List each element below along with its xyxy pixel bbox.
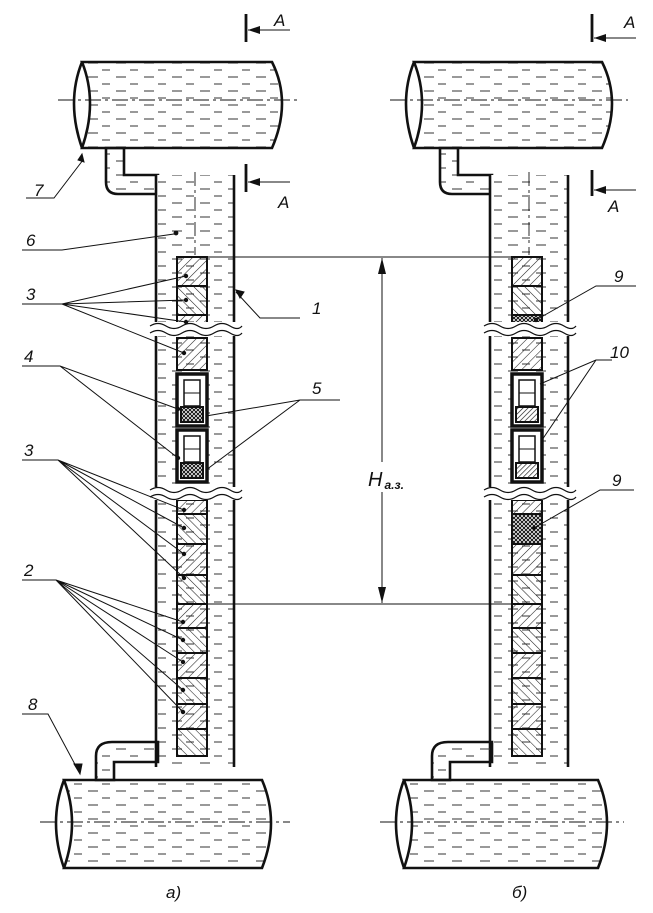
callout-7: 7	[34, 181, 44, 200]
panel-b	[380, 14, 636, 868]
top-header-pipe-a	[58, 62, 298, 148]
callout-2: 2	[23, 561, 34, 580]
callout-6: 6	[26, 231, 36, 250]
section-label-a-top: А	[273, 11, 285, 30]
section-label-b-top: А	[623, 13, 635, 32]
height-label-sub: а.з.	[384, 478, 403, 492]
callout-3-upper: 3	[26, 285, 36, 304]
bottom-header-pipe-b	[380, 780, 624, 868]
absorber-element-a2	[177, 430, 207, 482]
callout-10: 10	[610, 343, 629, 362]
top-header-pipe-b	[390, 62, 628, 148]
callout-5: 5	[312, 379, 322, 398]
control-element-b1	[512, 374, 542, 426]
callout-3-lower: 3	[24, 441, 34, 460]
callout-4: 4	[24, 347, 33, 366]
lower-connector-a	[96, 742, 158, 780]
bottom-header-pipe-a	[40, 780, 290, 868]
section-label-b-bottom: А	[607, 197, 619, 216]
absorber-element-a1	[177, 374, 207, 426]
callout-8: 8	[28, 695, 38, 714]
upper-connector-b	[440, 148, 492, 194]
lower-connector-b	[432, 742, 492, 780]
callout-9-lower: 9	[612, 471, 622, 490]
caption-b: б)	[512, 883, 527, 902]
section-label-a-bottom: А	[277, 193, 289, 212]
upper-connector-a	[106, 148, 158, 194]
panel-a	[22, 14, 340, 868]
callout-1: 1	[312, 299, 321, 318]
callout-9-upper: 9	[614, 267, 624, 286]
caption-a: а)	[166, 883, 181, 902]
control-element-b2	[512, 430, 542, 482]
height-label-main: H	[368, 469, 383, 491]
